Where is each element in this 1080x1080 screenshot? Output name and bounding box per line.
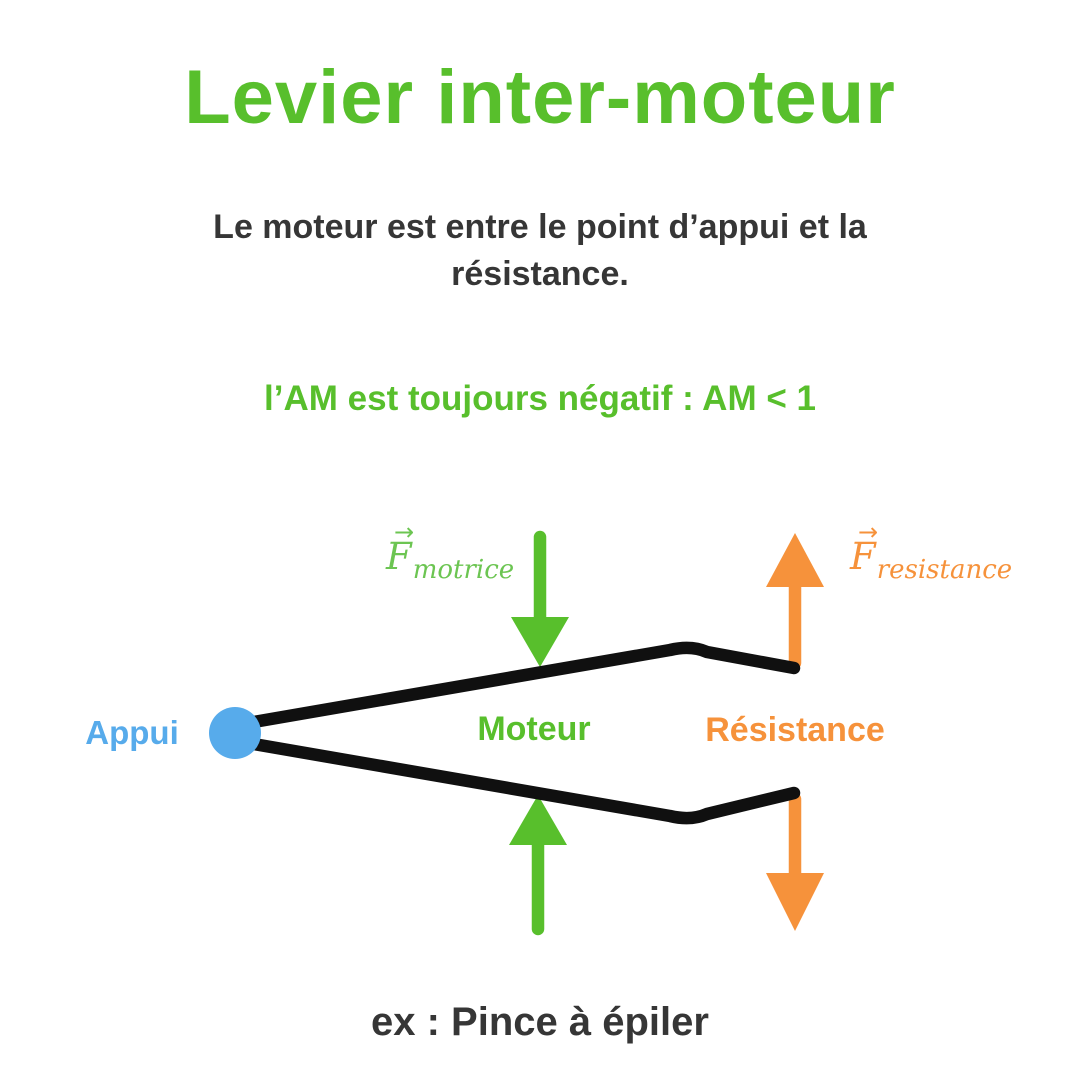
lower-resistance-arrow-down — [766, 792, 824, 931]
force-resistance-arrow-head — [766, 533, 824, 587]
force-resistance-arrow-up — [766, 533, 824, 670]
force-motrice-arrow-head — [511, 617, 569, 667]
force-symbol: F — [386, 535, 412, 578]
force-resistance-vector: →F — [850, 518, 878, 578]
force-motrice-formula: →Fmotrice — [386, 518, 514, 585]
force-symbol: F — [850, 535, 876, 578]
load-label: Résistance — [705, 711, 885, 749]
subtitle-line-1: Le moteur est entre le point d’appui et … — [213, 208, 867, 246]
force-motrice-arrow-down — [511, 530, 569, 667]
upper-arm-line — [241, 641, 801, 730]
pivot-label: Appui — [85, 714, 179, 751]
lower-resistance-arrow-head — [766, 873, 824, 931]
vector-arrow-icon: → — [858, 518, 879, 546]
subtitle: Le moteur est entre le point d’appui et … — [0, 204, 1080, 298]
page-title: Levier inter-moteur — [184, 55, 896, 140]
mechanical-advantage-rule: l’AM est toujours négatif : AM < 1 — [264, 379, 816, 418]
force-resistance-formula: →Fresistance — [850, 518, 1012, 585]
effort-label: Moteur — [477, 710, 591, 748]
lower-arm-line — [241, 736, 801, 825]
lower-motrice-arrow-up — [509, 795, 567, 936]
force-subscript: resistance — [876, 555, 1013, 585]
pivot-point — [209, 707, 261, 759]
vector-arrow-icon: → — [394, 518, 415, 546]
lower-motrice-arrow-head — [509, 795, 567, 845]
force-motrice-vector: →F — [386, 518, 414, 578]
example-caption: ex : Pince à épiler — [371, 1000, 709, 1044]
force-subscript: motrice — [412, 555, 515, 585]
subtitle-line-2: résistance. — [451, 255, 629, 293]
